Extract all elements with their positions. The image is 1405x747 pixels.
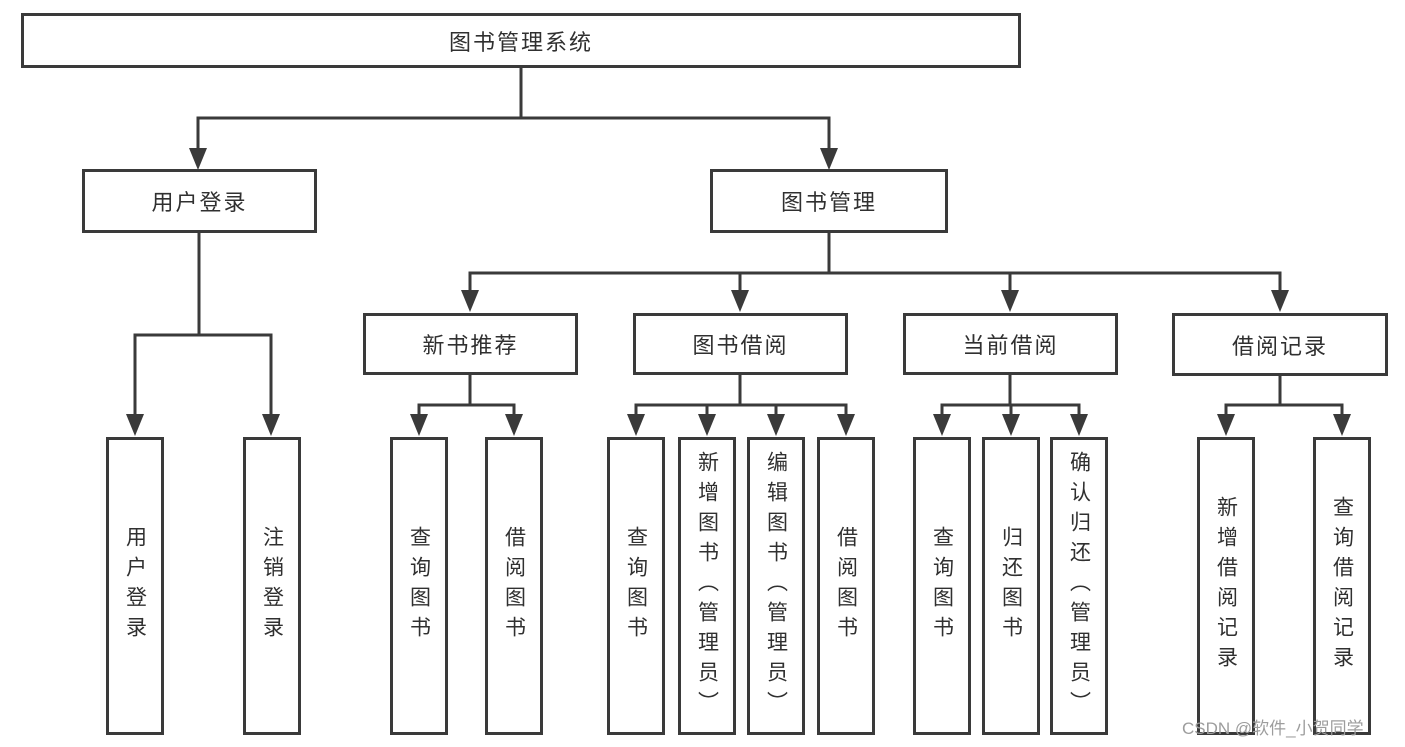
connector-book-borrow-branch xyxy=(627,373,855,436)
node-book-borrow: 图书借阅 xyxy=(633,313,848,375)
leaf-borrow-books-recommend-label: 借阅图书 xyxy=(502,526,526,646)
node-book-management: 图书管理 xyxy=(710,169,948,233)
leaf-logout: 注销登录 xyxy=(243,437,301,735)
leaf-return-books: 归还图书 xyxy=(982,437,1040,735)
leaf-query-borrow-record-label: 查询借阅记录 xyxy=(1330,496,1354,676)
connector-root-to-level2 xyxy=(189,66,838,170)
connector-current-borrow-branch xyxy=(933,373,1088,436)
watermark: CSDN @软件_小贺同学 xyxy=(1182,719,1364,738)
leaf-query-books-current-label: 查询图书 xyxy=(930,526,954,646)
node-current-borrow-label: 当前借阅 xyxy=(962,333,1059,358)
leaf-query-books-recommend: 查询图书 xyxy=(390,437,448,735)
node-borrow-record: 借阅记录 xyxy=(1172,313,1388,376)
leaf-user-login: 用户登录 xyxy=(106,437,164,735)
leaf-query-borrow-record: 查询借阅记录 xyxy=(1313,437,1371,735)
leaf-query-books-recommend-label: 查询图书 xyxy=(407,526,431,646)
leaf-add-book-admin: 新增图书（管理员） xyxy=(678,437,736,735)
leaf-add-book-admin-label: 新增图书（管理员） xyxy=(695,451,719,721)
leaf-borrow-books: 借阅图书 xyxy=(817,437,875,735)
leaf-borrow-books-label: 借阅图书 xyxy=(834,526,858,646)
node-root-label: 图书管理系统 xyxy=(448,29,593,55)
node-user-login: 用户登录 xyxy=(82,169,317,233)
node-current-borrow: 当前借阅 xyxy=(903,313,1118,375)
node-user-login-label: 用户登录 xyxy=(151,190,248,215)
leaf-add-borrow-record: 新增借阅记录 xyxy=(1197,437,1255,735)
node-new-book-recommend: 新书推荐 xyxy=(363,313,578,375)
leaf-edit-book-admin: 编辑图书（管理员） xyxy=(747,437,805,735)
leaf-user-login-label: 用户登录 xyxy=(123,526,147,646)
connector-new-book-branch xyxy=(410,373,523,436)
connector-borrow-record-branch xyxy=(1217,374,1351,436)
leaf-borrow-books-recommend: 借阅图书 xyxy=(485,437,543,735)
leaf-confirm-return-admin: 确认归还（管理员） xyxy=(1050,437,1108,735)
node-root: 图书管理系统 xyxy=(21,13,1021,68)
leaf-query-books-borrow: 查询图书 xyxy=(607,437,665,735)
node-new-book-recommend-label: 新书推荐 xyxy=(422,333,519,358)
node-borrow-record-label: 借阅记录 xyxy=(1231,333,1328,359)
leaf-logout-label: 注销登录 xyxy=(260,526,284,646)
node-book-management-label: 图书管理 xyxy=(780,190,877,215)
leaf-add-borrow-record-label: 新增借阅记录 xyxy=(1214,496,1238,676)
connector-user-login-branch xyxy=(126,231,280,436)
leaf-edit-book-admin-label: 编辑图书（管理员） xyxy=(764,451,788,721)
leaf-confirm-return-admin-label: 确认归还（管理员） xyxy=(1067,451,1091,721)
leaf-query-books-current: 查询图书 xyxy=(913,437,971,735)
leaf-return-books-label: 归还图书 xyxy=(999,526,1023,646)
connector-book-management-branch xyxy=(461,231,1289,312)
leaf-query-books-borrow-label: 查询图书 xyxy=(624,526,648,646)
node-book-borrow-label: 图书借阅 xyxy=(692,333,789,358)
